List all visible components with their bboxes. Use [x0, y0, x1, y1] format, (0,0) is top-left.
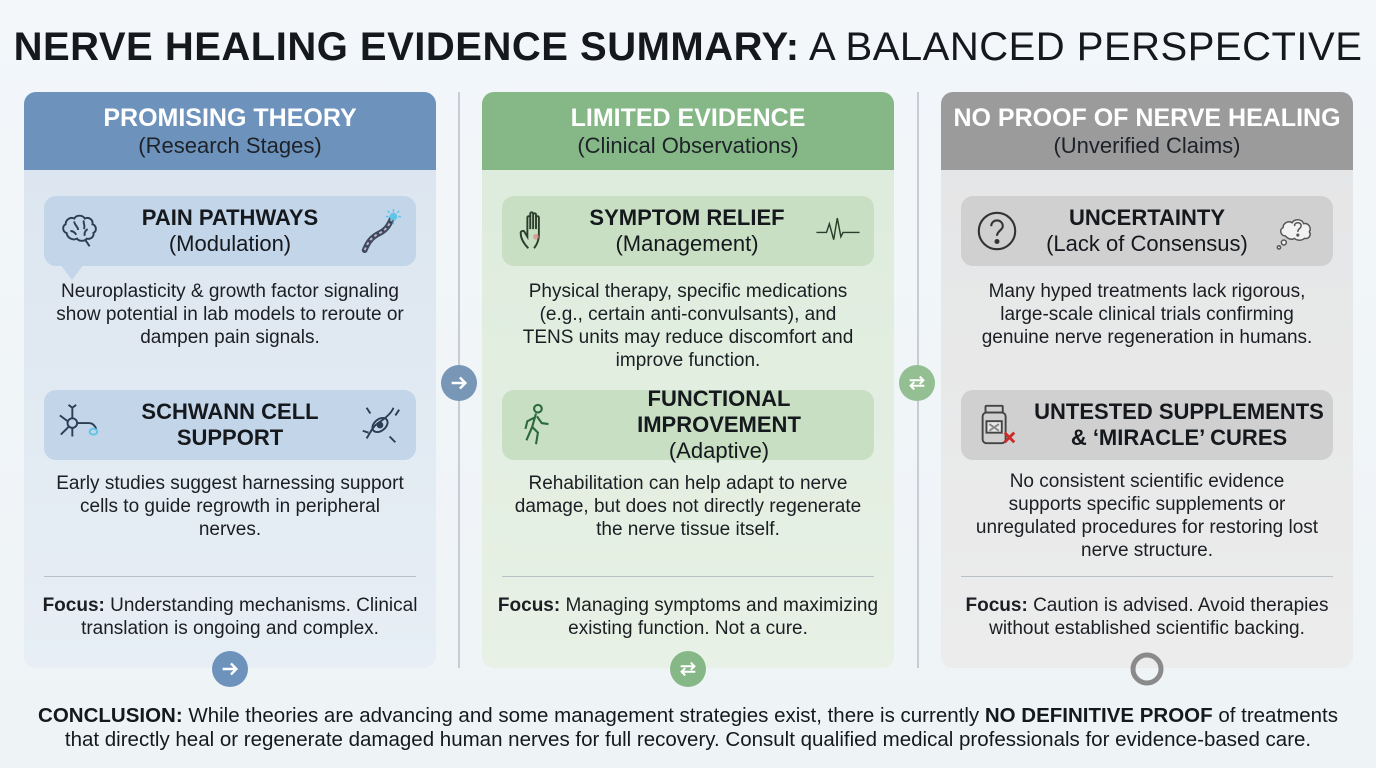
card-untested-supplements: UNTESTED SUPPLEMENTS & ‘MIRACLE’ CURES [961, 390, 1333, 460]
card-subtitle: SUPPORT [176, 425, 284, 450]
ring-icon [1129, 651, 1165, 687]
card-title: UNTESTED SUPPLEMENTS [1034, 399, 1324, 424]
focus-text: Managing symptoms and maximizing existin… [560, 595, 879, 639]
nerve-pathway-icon [352, 203, 408, 259]
title-bold: NERVE HEALING EVIDENCE SUMMARY: [13, 25, 800, 69]
focus-text: Caution is advised. Avoid therapies with… [989, 595, 1329, 639]
neuron-icon [52, 397, 108, 453]
schwann-cell-icon [352, 397, 408, 453]
card-subtitle: (Modulation) [168, 231, 292, 256]
card-symptom-relief: SYMPTOM RELIEF (Management) [502, 196, 874, 266]
card-title: SYMPTOM RELIEF [589, 205, 785, 230]
column-subheading: (Unverified Claims) [1053, 133, 1241, 158]
focus-note: Focus: Caution is advised. Avoid therapi… [951, 594, 1343, 640]
card-description: Rehabilitation can help adapt to nerve d… [514, 473, 862, 540]
thought-cloud-icon [1269, 203, 1325, 259]
supplement-bottle-icon [969, 397, 1025, 453]
card-description: Neuroplasticity & growth factor signalin… [56, 281, 404, 348]
focus-label: Focus: [497, 595, 561, 616]
page-title: NERVE HEALING EVIDENCE SUMMARY: A BALANC… [0, 22, 1376, 72]
card-schwann-cell-support: SCHWANN CELL SUPPORT [44, 390, 416, 460]
column-heading: PROMISING THEORY [103, 104, 357, 132]
card-subtitle: (Lack of Consensus) [1046, 231, 1248, 256]
column-header: NO PROOF OF NERVE HEALING (Unverified Cl… [941, 92, 1353, 170]
divider [961, 576, 1333, 577]
column-subheading: (Clinical Observations) [577, 133, 799, 158]
column-promising-theory: PROMISING THEORY (Research Stages) PAIN … [24, 92, 436, 668]
conclusion-label: CONCLUSION: [38, 704, 183, 727]
conclusion: CONCLUSION: While theories are advancing… [20, 704, 1356, 752]
focus-label: Focus: [42, 595, 105, 616]
card-subtitle: & ‘MIRACLE’ CURES [1070, 425, 1288, 450]
card-pain-pathways: PAIN PATHWAYS (Modulation) [44, 196, 416, 266]
question-circle-icon [969, 203, 1025, 259]
card-functional-improvement: FUNCTIONAL IMPROVEMENT (Adaptive) [502, 386, 874, 463]
swap-arrows-icon [899, 365, 935, 401]
column-subheading: (Research Stages) [138, 133, 322, 158]
column-heading: NO PROOF OF NERVE HEALING [953, 104, 1341, 132]
divider [44, 576, 416, 577]
focus-text: Understanding mechanisms. Clinical trans… [81, 595, 418, 639]
swap-arrows-icon [670, 651, 706, 687]
card-title: UNCERTAINTY [1068, 205, 1226, 230]
card-uncertainty: UNCERTAINTY (Lack of Consensus) [961, 196, 1333, 266]
pulse-wave-icon [810, 203, 866, 259]
card-subtitle: (Management) [615, 231, 759, 256]
focus-note: Focus: Understanding mechanisms. Clinica… [34, 594, 426, 640]
divider [502, 576, 874, 577]
walking-person-icon [508, 397, 564, 453]
conclusion-text-after: of treatments that directly heal or rege… [64, 704, 1338, 751]
focus-note: Focus: Managing symptoms and maximizing … [492, 594, 884, 640]
card-title: SCHWANN CELL [141, 399, 319, 424]
card-description: Physical therapy, specific medications (… [522, 281, 854, 371]
conclusion-text-before: While theories are advancing and some ma… [182, 704, 985, 727]
title-light: A BALANCED PERSPECTIVE [808, 25, 1363, 69]
speech-bubble-tail [60, 264, 84, 280]
card-description: Many hyped treatments lack rigorous, lar… [981, 281, 1313, 348]
focus-label: Focus: [965, 595, 1028, 616]
arrow-right-icon [441, 365, 477, 401]
column-limited-evidence: LIMITED EVIDENCE (Clinical Observations)… [482, 92, 894, 668]
card-title: PAIN PATHWAYS [141, 205, 319, 230]
hand-icon [508, 203, 564, 259]
card-title: FUNCTIONAL IMPROVEMENT [637, 386, 801, 437]
column-heading: LIMITED EVIDENCE [570, 104, 806, 132]
card-subtitle: (Adaptive) [668, 438, 770, 463]
card-description: Early studies suggest harnessing support… [56, 473, 404, 540]
card-description: No consistent scientific evidence suppor… [975, 471, 1319, 561]
column-header: PROMISING THEORY (Research Stages) [24, 92, 436, 170]
column-no-proof: NO PROOF OF NERVE HEALING (Unverified Cl… [941, 92, 1353, 668]
arrow-right-icon [212, 651, 248, 687]
column-header: LIMITED EVIDENCE (Clinical Observations) [482, 92, 894, 170]
conclusion-emphasis: NO DEFINITIVE PROOF [984, 704, 1213, 727]
brain-icon [52, 203, 108, 259]
